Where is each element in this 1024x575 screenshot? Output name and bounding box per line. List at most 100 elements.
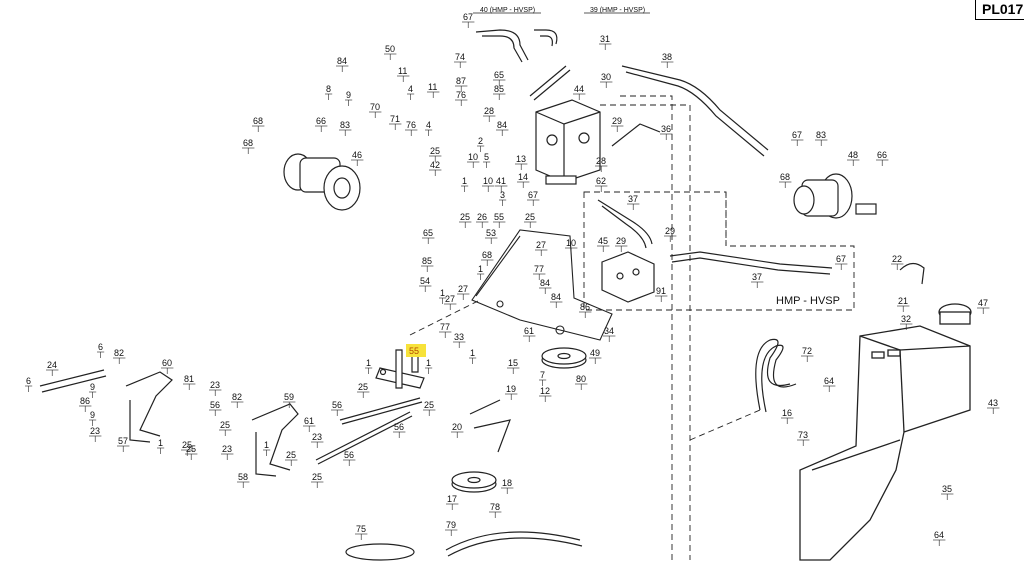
callout-25: 25 <box>423 400 436 416</box>
callout-91: 91 <box>655 286 668 302</box>
callout-number: 83 <box>340 120 350 130</box>
callout-11: 11 <box>427 82 440 98</box>
callout-number: 81 <box>184 374 194 384</box>
callout-28: 28 <box>483 106 496 122</box>
callout-number: 65 <box>494 70 504 80</box>
callout-73: 73 <box>797 430 810 446</box>
svg-text:40 (HMP - HVSP): 40 (HMP - HVSP) <box>480 7 535 14</box>
callout-number: 32 <box>901 314 911 324</box>
callout-1: 1 <box>157 438 165 454</box>
callout-26: 26 <box>476 212 489 228</box>
callout-number: 25 <box>312 472 322 482</box>
callout-56: 56 <box>393 422 406 438</box>
callout-number: 13 <box>516 154 526 164</box>
callout-67: 67 <box>527 190 540 206</box>
callout-68: 68 <box>252 116 265 132</box>
callout-55: 55 <box>493 212 506 228</box>
callout-37: 37 <box>751 272 764 288</box>
callout-number: 4 <box>408 84 413 94</box>
callout-64: 64 <box>823 376 836 392</box>
callout-83: 83 <box>339 120 352 136</box>
callout-21: 21 <box>897 296 910 312</box>
callout-number: 29 <box>612 116 622 126</box>
callout-20: 20 <box>451 422 464 438</box>
callout-number: 25 <box>186 444 196 454</box>
control-valve <box>601 251 655 303</box>
callout-67: 67 <box>462 12 475 28</box>
callout-27: 27 <box>457 284 470 300</box>
callout-47: 47 <box>977 298 990 314</box>
callout-number: 16 <box>782 408 792 418</box>
callout-84: 84 <box>550 292 563 308</box>
callout-72: 72 <box>801 346 814 362</box>
callout-number: 68 <box>243 138 253 148</box>
callout-number: 77 <box>534 264 544 274</box>
callout-68: 68 <box>481 250 494 266</box>
callout-83: 83 <box>815 130 828 146</box>
callout-23: 23 <box>221 444 234 460</box>
callout-10: 10 <box>565 238 578 254</box>
plate-id-tag: PL017 <box>975 0 1024 20</box>
callout-9: 9 <box>89 382 97 398</box>
callout-number: 3 <box>500 190 505 200</box>
callout-82: 82 <box>231 392 244 408</box>
callout-number: 14 <box>518 172 528 182</box>
callout-number: 74 <box>455 52 465 62</box>
callout-number: 26 <box>477 212 487 222</box>
callout-number: 38 <box>662 52 672 62</box>
callout-number: 66 <box>877 150 887 160</box>
callout-number: 59 <box>284 392 294 402</box>
callout-number: 57 <box>118 436 128 446</box>
callout-number: 76 <box>456 90 466 100</box>
callout-70: 70 <box>369 102 382 118</box>
dashed-leaders <box>409 95 855 560</box>
callout-10: 10 <box>467 152 480 168</box>
callout-23: 23 <box>209 380 222 396</box>
callout-number: 9 <box>346 90 351 100</box>
callout-number: 22 <box>892 254 902 264</box>
callout-11: 11 <box>397 66 410 82</box>
callout-1: 1 <box>469 348 477 364</box>
callout-number: 75 <box>356 524 366 534</box>
callout-10: 10 <box>482 176 495 192</box>
mounting-plate <box>471 229 613 341</box>
callout-36: 36 <box>660 124 673 140</box>
callout-75: 75 <box>355 524 368 540</box>
callout-number: 50 <box>385 44 395 54</box>
callout-17: 17 <box>446 494 459 510</box>
callout-76: 76 <box>455 90 468 106</box>
callout-number: 11 <box>428 82 437 92</box>
callout-number: 78 <box>490 502 500 512</box>
callout-15: 15 <box>507 358 520 374</box>
callout-number: 28 <box>596 156 606 166</box>
callout-64: 64 <box>933 530 946 546</box>
callout-number: 33 <box>454 332 464 342</box>
callout-number: 23 <box>312 432 322 442</box>
callout-number: 46 <box>352 150 362 160</box>
callout-38: 38 <box>661 52 674 68</box>
callout-number: 56 <box>210 400 220 410</box>
callout-number: 80 <box>576 374 586 384</box>
callout-19: 19 <box>505 384 518 400</box>
callout-56: 56 <box>209 400 222 416</box>
callout-number: 68 <box>253 116 263 126</box>
callout-number: 6 <box>98 342 103 352</box>
callout-68: 68 <box>242 138 255 154</box>
callout-14: 14 <box>517 172 530 188</box>
callout-25: 25 <box>311 472 324 488</box>
callout-number: 1 <box>470 348 475 358</box>
callout-number: 86 <box>580 302 590 312</box>
callout-number: 28 <box>484 106 494 116</box>
callout-13: 13 <box>515 154 528 170</box>
callout-2: 2 <box>477 136 485 152</box>
callout-number: 29 <box>616 236 626 246</box>
callout-32: 32 <box>900 314 913 330</box>
callout-number: 84 <box>540 278 550 288</box>
callout-number: 9 <box>90 410 95 420</box>
hose-label-left: 40 (HMP - HVSP) <box>473 7 541 14</box>
callout-1: 1 <box>461 176 469 192</box>
callout-57: 57 <box>117 436 130 452</box>
callout-9: 9 <box>89 410 97 426</box>
callout-number: 55 <box>494 212 504 222</box>
